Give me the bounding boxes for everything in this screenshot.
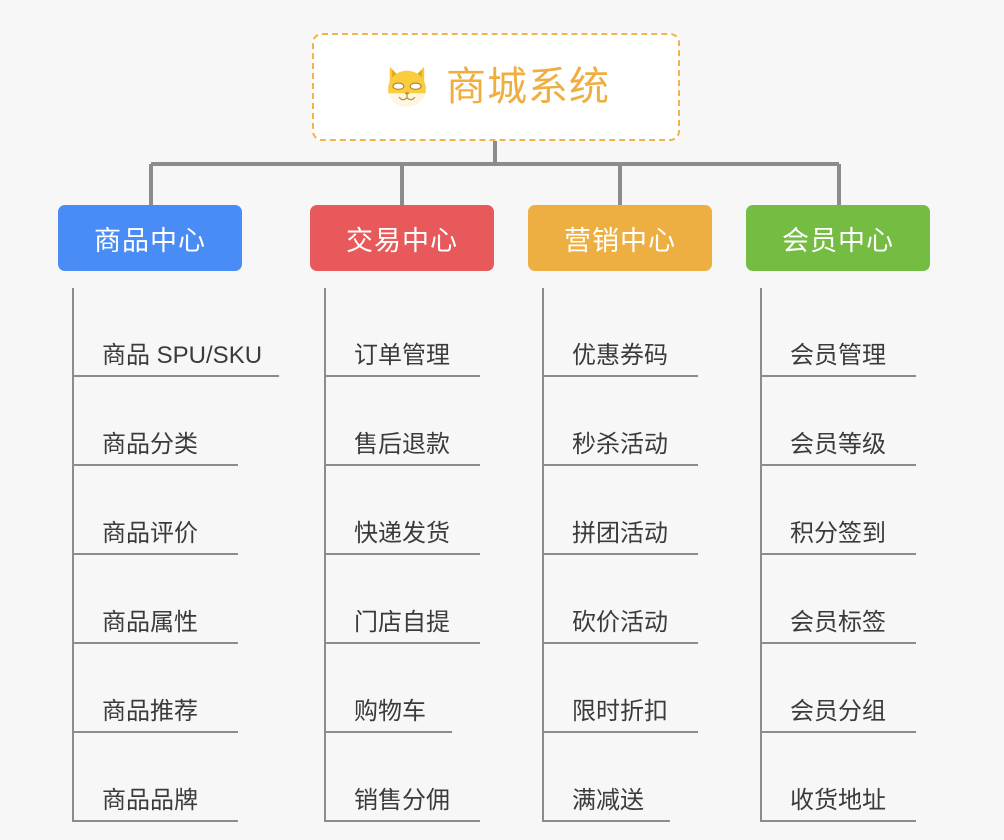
- leaf-column-marketing-center: 优惠券码 秒杀活动 拼团活动 砍价活动 限时折扣 满减送: [542, 288, 698, 822]
- category-label: 商品中心: [94, 225, 206, 256]
- leaf-item[interactable]: 满减送: [542, 733, 670, 822]
- leaf-item[interactable]: 会员等级: [760, 377, 916, 466]
- leaf-item[interactable]: 商品品牌: [72, 733, 238, 822]
- leaf-label: 满减送: [572, 786, 644, 814]
- leaf-label: 秒杀活动: [572, 430, 668, 458]
- leaf-item[interactable]: 会员分组: [760, 644, 916, 733]
- leaf-label: 商品 SPU/SKU: [102, 341, 263, 369]
- leaf-label: 会员管理: [790, 341, 886, 369]
- leaf-label: 订单管理: [354, 341, 450, 369]
- leaf-item[interactable]: 优惠券码: [542, 288, 698, 377]
- leaf-label: 商品评价: [102, 519, 198, 547]
- column-spine: [760, 288, 762, 822]
- leaf-column-member-center: 会员管理 会员等级 积分签到 会员标签 会员分组 收货地址: [760, 288, 916, 822]
- category-box-member-center[interactable]: 会员中心: [746, 205, 930, 271]
- category-box-trade-center[interactable]: 交易中心: [310, 205, 494, 271]
- leaf-item[interactable]: 收货地址: [760, 733, 916, 822]
- leaf-label: 商品分类: [102, 430, 198, 458]
- leaf-label: 购物车: [354, 697, 426, 725]
- leaf-label: 拼团活动: [572, 519, 668, 547]
- leaf-label: 砍价活动: [572, 608, 668, 636]
- leaf-item[interactable]: 会员标签: [760, 555, 916, 644]
- leaf-item[interactable]: 会员管理: [760, 288, 916, 377]
- category-label: 营销中心: [564, 225, 676, 256]
- leaf-label: 售后退款: [354, 430, 450, 458]
- leaf-label: 会员等级: [790, 430, 886, 458]
- leaf-label: 门店自提: [354, 608, 450, 636]
- leaf-label: 商品品牌: [102, 786, 198, 814]
- leaf-label: 积分签到: [790, 519, 886, 547]
- category-label: 交易中心: [346, 225, 458, 256]
- leaf-item[interactable]: 购物车: [324, 644, 452, 733]
- leaf-label: 商品推荐: [102, 697, 198, 725]
- leaf-label: 销售分佣: [354, 786, 450, 814]
- leaf-column-product-center: 商品 SPU/SKU 商品分类 商品评价 商品属性 商品推荐 商品品牌: [72, 288, 279, 822]
- shiba-dog-emoji-icon: [388, 66, 426, 107]
- root-node[interactable]: 商城系统: [312, 33, 680, 141]
- category-box-marketing-center[interactable]: 营销中心: [528, 205, 712, 271]
- leaf-item[interactable]: 快递发货: [324, 466, 480, 555]
- leaf-item[interactable]: 销售分佣: [324, 733, 480, 822]
- leaf-item[interactable]: 拼团活动: [542, 466, 698, 555]
- column-spine: [324, 288, 326, 822]
- leaf-item[interactable]: 砍价活动: [542, 555, 698, 644]
- leaf-item[interactable]: 门店自提: [324, 555, 480, 644]
- root-title: 商城系统: [446, 65, 610, 109]
- leaf-item[interactable]: 商品分类: [72, 377, 238, 466]
- leaf-item[interactable]: 商品推荐: [72, 644, 238, 733]
- leaf-column-trade-center: 订单管理 售后退款 快递发货 门店自提 购物车 销售分佣: [324, 288, 480, 822]
- leaf-label: 会员标签: [790, 608, 886, 636]
- leaf-item[interactable]: 商品 SPU/SKU: [72, 288, 279, 377]
- leaf-item[interactable]: 秒杀活动: [542, 377, 698, 466]
- column-spine: [542, 288, 544, 822]
- leaf-label: 商品属性: [102, 608, 198, 636]
- leaf-item[interactable]: 订单管理: [324, 288, 480, 377]
- leaf-item[interactable]: 售后退款: [324, 377, 480, 466]
- leaf-label: 收货地址: [790, 786, 886, 814]
- leaf-label: 快递发货: [354, 519, 450, 547]
- leaf-item[interactable]: 商品属性: [72, 555, 238, 644]
- leaf-item[interactable]: 限时折扣: [542, 644, 698, 733]
- category-box-product-center[interactable]: 商品中心: [58, 205, 242, 271]
- leaf-item[interactable]: 积分签到: [760, 466, 916, 555]
- column-spine: [72, 288, 74, 822]
- leaf-label: 会员分组: [790, 697, 886, 725]
- leaf-item[interactable]: 商品评价: [72, 466, 238, 555]
- leaf-label: 优惠券码: [572, 341, 668, 369]
- leaf-label: 限时折扣: [572, 697, 668, 725]
- category-label: 会员中心: [782, 225, 894, 256]
